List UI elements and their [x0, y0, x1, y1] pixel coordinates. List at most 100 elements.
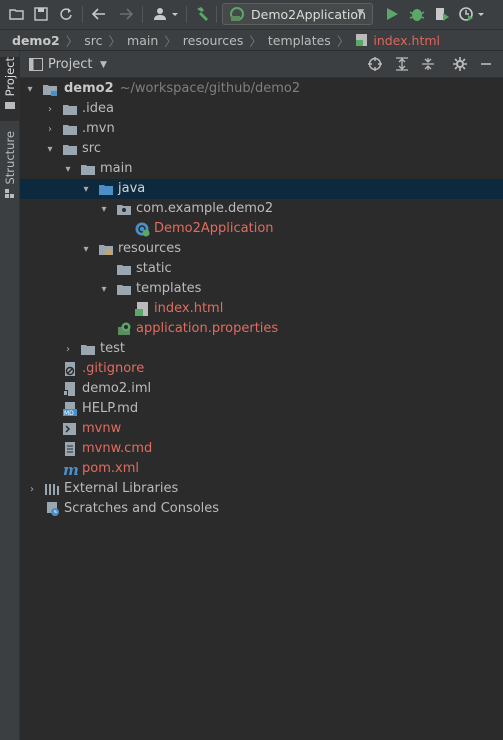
- breadcrumb-item[interactable]: resources: [182, 32, 244, 48]
- tree-item-root[interactable]: ▾ demo2~/workspace/github/demo2: [20, 79, 503, 99]
- tree-item-package[interactable]: ▾ com.example.demo2: [20, 199, 503, 219]
- tree-item-gitignore[interactable]: .gitignore: [20, 359, 503, 379]
- chevron-right-icon[interactable]: ›: [30, 483, 34, 495]
- tree-item-label: Demo2Application: [154, 221, 274, 236]
- tree-item-demo2-iml[interactable]: demo2.iml: [20, 379, 503, 399]
- stripe-tab-project[interactable]: Project: [0, 57, 20, 121]
- tree-item-mvn[interactable]: › .mvn: [20, 119, 503, 139]
- spring-class-icon: [135, 222, 150, 237]
- build-hammer-icon[interactable]: [193, 5, 211, 23]
- stripe-tab-label: Project: [3, 57, 17, 97]
- chevron-right-icon[interactable]: ›: [66, 343, 70, 355]
- tree-item-idea[interactable]: › .idea: [20, 99, 503, 119]
- panel-title[interactable]: Project: [48, 57, 93, 72]
- tree-item-static[interactable]: static: [20, 259, 503, 279]
- tree-item-test[interactable]: › test: [20, 339, 503, 359]
- breadcrumb-item[interactable]: src: [84, 32, 103, 48]
- tree-item-label: mvnw: [82, 421, 122, 436]
- folder-icon: [81, 345, 95, 355]
- user-icon[interactable]: [152, 5, 180, 23]
- profile-icon[interactable]: [458, 5, 486, 23]
- tree-item-label: demo2.iml: [82, 381, 152, 396]
- ignore-file-icon: [65, 362, 75, 376]
- chevron-down-icon[interactable]: ▾: [101, 203, 107, 215]
- tree-item-label: Scratches and Consoles: [64, 501, 220, 516]
- tree-item-label: resources: [118, 241, 182, 256]
- tree-item-label: pom.xml: [82, 461, 139, 476]
- expand-all-icon[interactable]: [394, 56, 410, 72]
- spring-boot-icon: [230, 7, 244, 21]
- chevron-down-icon[interactable]: ▾: [27, 83, 33, 95]
- tree-item-mvnw[interactable]: mvnw: [20, 419, 503, 439]
- chevron-down-icon[interactable]: ▾: [65, 163, 71, 175]
- breadcrumb-item[interactable]: main: [127, 32, 159, 48]
- run-configuration-select[interactable]: Demo2Application ▼: [222, 3, 373, 25]
- resources-folder-icon: [99, 245, 113, 255]
- open-folder-icon[interactable]: [8, 5, 26, 23]
- tree-item-resources[interactable]: ▾ resources: [20, 239, 503, 259]
- tree-item-pom-xml[interactable]: m pom.xml: [20, 459, 503, 479]
- project-tree: ▾ demo2~/workspace/github/demo2 › .idea …: [20, 79, 503, 740]
- tree-item-path: ~/workspace/github/demo2: [119, 81, 301, 96]
- tree-item-main[interactable]: ▾ main: [20, 159, 503, 179]
- main-toolbar: Demo2Application ▼: [0, 0, 503, 30]
- tree-item-help-md[interactable]: MD HELP.md: [20, 399, 503, 419]
- gear-icon[interactable]: [452, 56, 468, 72]
- folder-icon: [117, 265, 131, 275]
- breadcrumb-item-current[interactable]: index.html: [373, 32, 440, 48]
- tree-item-mvnw-cmd[interactable]: mvnw.cmd: [20, 439, 503, 459]
- run-icon[interactable]: [383, 5, 401, 23]
- folder-icon: [5, 102, 15, 110]
- save-icon[interactable]: [32, 5, 50, 23]
- folder-icon: [63, 125, 77, 135]
- tree-item-external-libraries[interactable]: › External Libraries: [20, 479, 503, 499]
- coverage-icon[interactable]: [433, 5, 451, 23]
- html-file-icon: [135, 302, 148, 316]
- markdown-file-icon: MD: [63, 402, 77, 417]
- tree-item-label: com.example.demo2: [136, 201, 274, 216]
- source-folder-icon: [99, 185, 113, 195]
- back-icon[interactable]: [90, 5, 108, 23]
- tree-item-application-properties[interactable]: application.properties: [20, 319, 503, 339]
- tree-item-label: HELP.md: [82, 401, 139, 416]
- tree-item-scratches[interactable]: Scratches and Consoles: [20, 499, 503, 519]
- tree-item-label: index.html: [154, 301, 224, 316]
- minimize-icon[interactable]: [478, 56, 494, 72]
- tree-item-demo2application[interactable]: Demo2Application: [20, 219, 503, 239]
- locate-target-icon[interactable]: [367, 56, 383, 72]
- maven-icon: m: [63, 461, 78, 477]
- tree-item-label: External Libraries: [64, 481, 179, 496]
- tree-item-index-html[interactable]: index.html: [20, 299, 503, 319]
- spring-properties-icon: [118, 322, 131, 335]
- html-file-icon: [356, 34, 368, 46]
- module-folder-icon: [43, 85, 57, 96]
- stripe-tab-label: Structure: [3, 131, 17, 185]
- chevron-down-icon[interactable]: ▾: [83, 243, 89, 255]
- chevron-down-icon[interactable]: ▼: [100, 60, 107, 70]
- chevron-down-icon[interactable]: ▾: [83, 183, 89, 195]
- svg-text:m: m: [63, 461, 78, 477]
- folder-icon: [81, 165, 95, 175]
- collapse-all-icon[interactable]: [420, 56, 436, 72]
- tree-item-src[interactable]: ▾ src: [20, 139, 503, 159]
- tree-item-label: main: [100, 161, 133, 176]
- stripe-tab-structure[interactable]: Structure: [0, 131, 20, 201]
- tree-item-label: .mvn: [82, 121, 115, 136]
- tree-item-templates[interactable]: ▾ templates: [20, 279, 503, 299]
- tree-item-label: application.properties: [136, 321, 279, 336]
- tree-item-java[interactable]: ▾ java: [20, 179, 503, 199]
- chevron-down-icon[interactable]: ▾: [101, 283, 107, 295]
- folder-icon: [117, 285, 131, 295]
- breadcrumb-item[interactable]: templates: [267, 32, 331, 48]
- chevron-right-icon[interactable]: ›: [48, 123, 52, 135]
- sync-icon[interactable]: [57, 5, 75, 23]
- text-file-icon: [65, 442, 75, 456]
- libraries-icon: [45, 484, 59, 495]
- tree-item-label: .gitignore: [82, 361, 145, 376]
- chevron-down-icon[interactable]: ▾: [47, 143, 53, 155]
- folder-icon: [63, 145, 77, 155]
- forward-icon[interactable]: [117, 5, 135, 23]
- chevron-right-icon[interactable]: ›: [48, 103, 52, 115]
- breadcrumb-item[interactable]: demo2: [12, 32, 60, 48]
- debug-icon[interactable]: [408, 5, 426, 23]
